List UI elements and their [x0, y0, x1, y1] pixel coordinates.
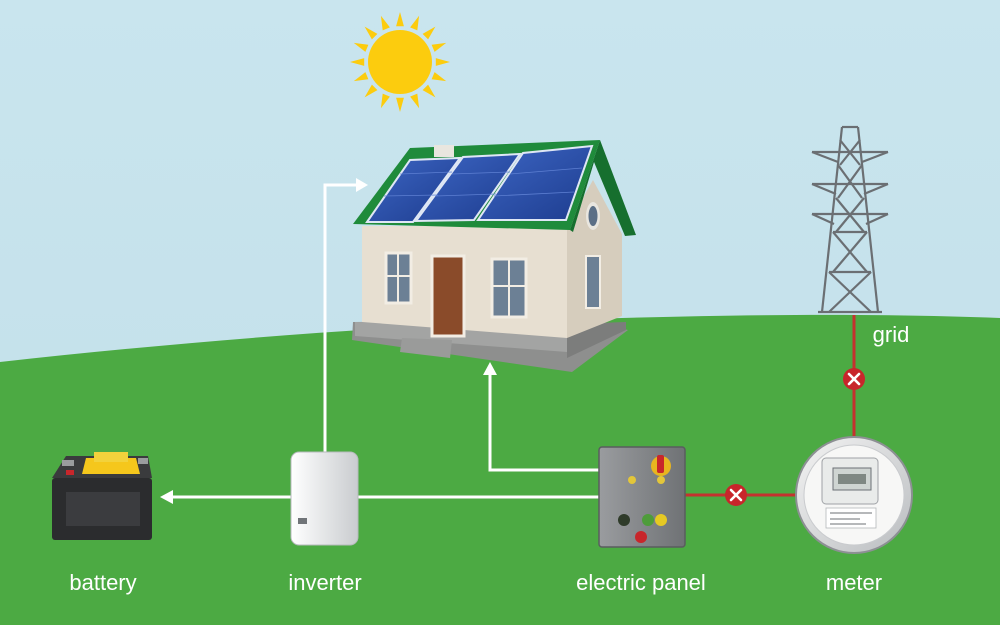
sun-ray: [364, 84, 378, 98]
x-circle-icon: [725, 484, 747, 506]
sun-ray: [435, 58, 450, 66]
sun-ray: [364, 26, 378, 40]
sun-ray: [353, 72, 369, 82]
flow-panel-to-house: [488, 372, 600, 472]
sun-ray: [410, 93, 420, 109]
house-steps: [400, 338, 452, 358]
power-flow-lines: [160, 178, 600, 504]
sun-ray: [380, 93, 390, 109]
sun-ray: [431, 42, 447, 52]
sun-ray: [422, 26, 436, 40]
flow-inverter-to-roof: [323, 183, 360, 452]
battery-label: battery: [69, 570, 137, 595]
sun-ray: [396, 97, 404, 112]
car-battery-icon: [52, 452, 152, 540]
electric-panel-label: electric panel: [576, 570, 706, 595]
sun-ray: [380, 15, 390, 31]
solar-panels: [365, 144, 594, 223]
sun-ray: [350, 58, 365, 66]
house-windows: [384, 251, 601, 319]
sun-icon: [350, 12, 450, 112]
inverter-box-icon: [290, 451, 359, 546]
grid-label: grid: [872, 322, 910, 347]
sun-ray: [431, 72, 447, 82]
x-circle-icon: [843, 368, 865, 390]
electric-panel-box-icon: [598, 446, 686, 548]
sun-ray: [396, 12, 404, 27]
arrow-to-roof: [356, 178, 368, 192]
power-transmission-tower-icon: [811, 125, 889, 314]
arrow-to-battery: [160, 490, 173, 504]
arrow-to-house: [483, 362, 497, 375]
sun-ray: [422, 84, 436, 98]
house-door: [430, 254, 466, 338]
inverter-label: inverter: [288, 570, 362, 595]
electric-meter-icon: [795, 436, 913, 554]
meter-label: meter: [825, 570, 883, 595]
sun-ray: [353, 42, 369, 52]
house-with-solar-panels: [352, 140, 636, 372]
sun-ray: [410, 15, 420, 31]
